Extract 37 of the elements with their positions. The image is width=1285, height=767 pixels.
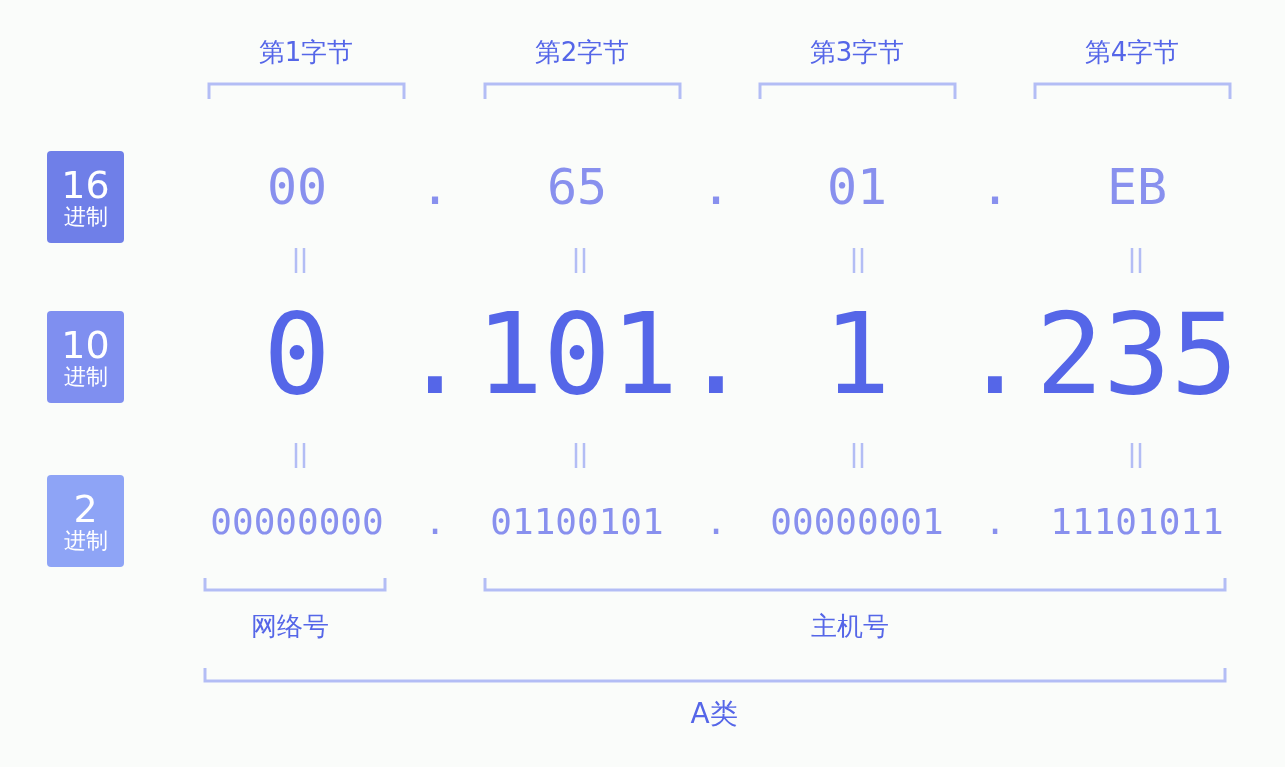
hex-octet: EB [1106,159,1168,215]
base-unit: 进制 [63,205,108,229]
binary-octet: 00000000 [210,502,384,542]
byte-header: 第1字节 [258,37,354,67]
hex-octet: 65 [546,159,608,215]
dot-separator: . [984,502,1006,542]
base-badge [47,475,124,567]
base-number: 2 [73,489,98,530]
dot-separator: . [979,159,1011,215]
byte-header: 第3字节 [809,37,905,67]
bracket-label: 网络号 [251,611,329,641]
hex-octet: 01 [826,159,888,215]
decimal-octet: 0 [263,293,331,417]
bracket-label: 主机号 [811,611,889,641]
byte-header: 第4字节 [1084,37,1180,67]
base-number: 16 [61,165,110,206]
hex-octet: 00 [266,159,328,215]
binary-octet: 11101011 [1050,502,1224,542]
byte-header: 第2字节 [534,37,630,67]
base-number: 10 [61,325,110,366]
dot-separator: . [700,159,732,215]
dot-separator: . [682,293,750,417]
dot-separator: . [419,159,451,215]
base-badge [47,151,124,243]
binary-octet: 00000001 [770,502,944,542]
base-badge [47,311,124,403]
decimal-octet: 235 [1035,293,1239,417]
base-unit: 进制 [63,529,108,553]
binary-octet: 01100101 [490,502,664,542]
dot-separator: . [424,502,446,542]
decimal-octet: 1 [823,293,891,417]
dot-separator: . [705,502,727,542]
dot-separator: . [401,293,469,417]
decimal-octet: 101 [475,293,679,417]
bracket-label: A类 [690,698,738,730]
dot-separator: . [961,293,1029,417]
base-unit: 进制 [63,365,108,389]
